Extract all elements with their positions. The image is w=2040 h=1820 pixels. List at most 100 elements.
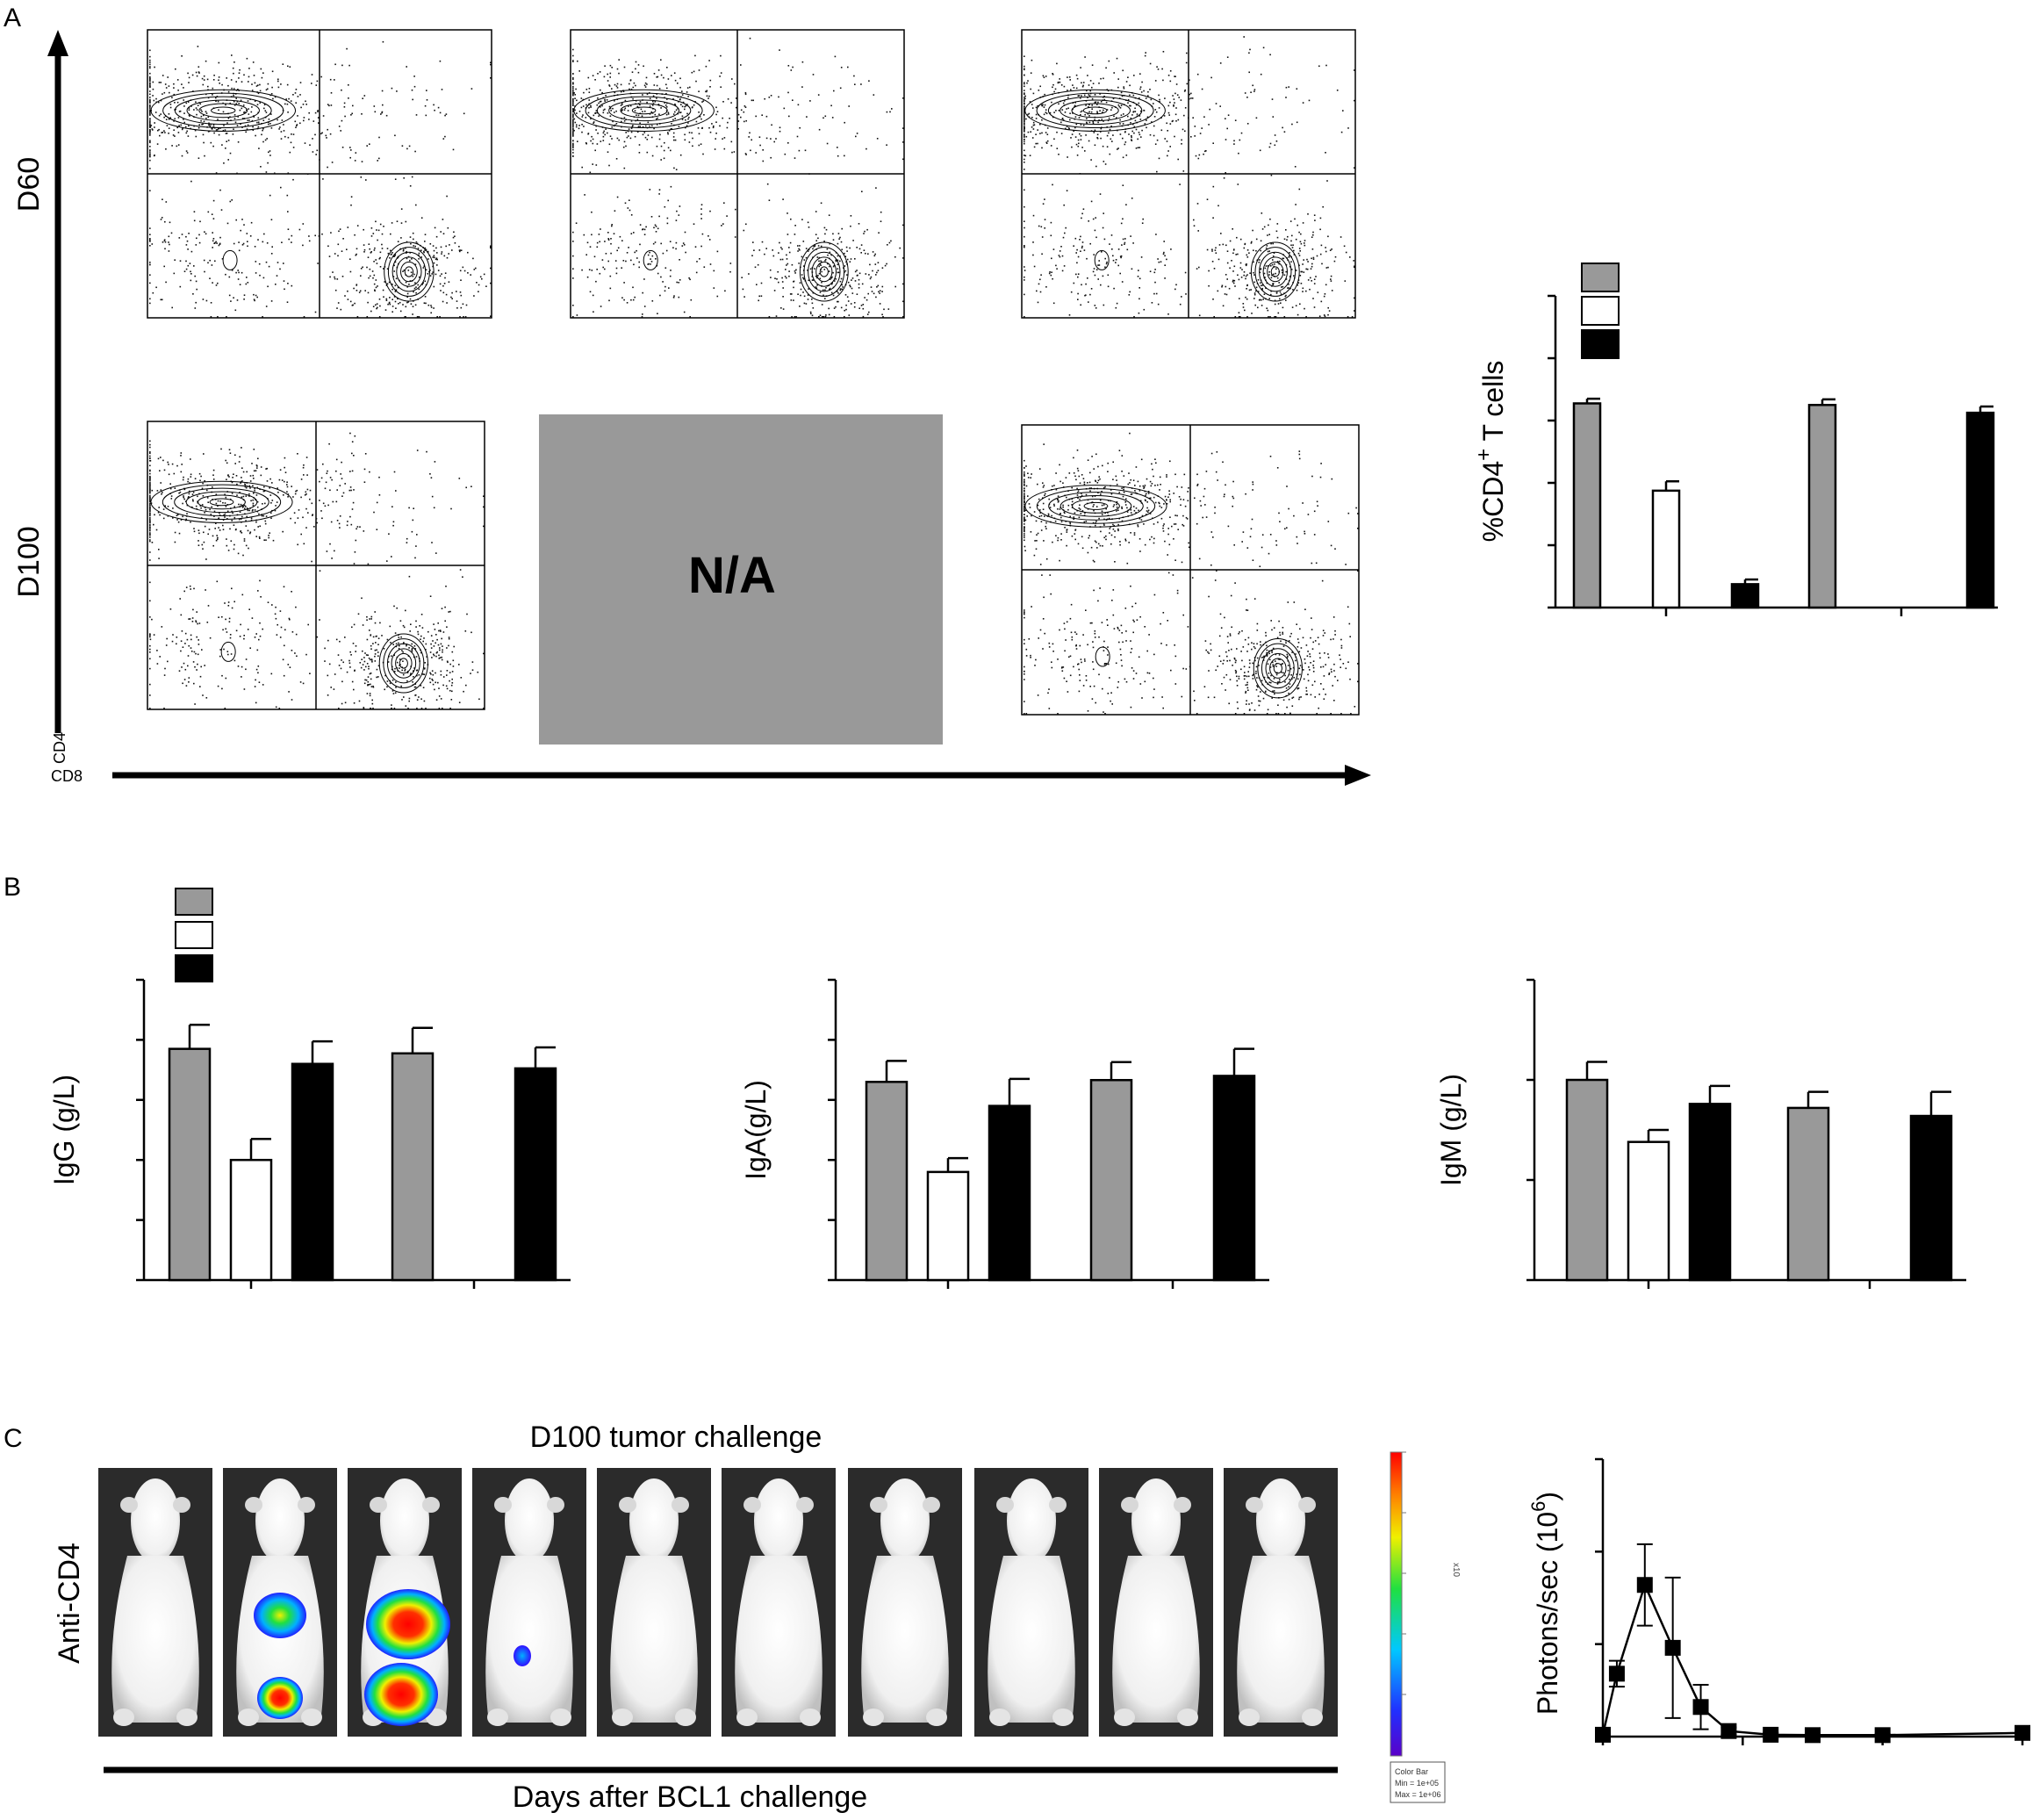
event-dot [1043, 540, 1045, 542]
event-dot [189, 677, 190, 679]
event-dot [1093, 254, 1095, 255]
event-dot [193, 683, 195, 685]
event-dot [363, 664, 364, 665]
event-dot [812, 248, 814, 250]
event-dot [848, 282, 850, 284]
event-dot [338, 231, 340, 233]
event-dot [1325, 65, 1327, 67]
event-dot [272, 71, 274, 73]
event-dot [376, 287, 377, 289]
event-dot [1091, 87, 1093, 89]
event-dot [1253, 298, 1255, 299]
event-dot [292, 496, 294, 498]
event-dot [572, 112, 574, 113]
event-dot [581, 107, 583, 109]
event-dot [334, 79, 335, 81]
event-dot [604, 269, 606, 270]
panel-label-c: C [4, 1424, 23, 1453]
event-dot [618, 248, 620, 249]
event-dot [659, 139, 661, 140]
event-dot [442, 708, 443, 709]
event-dot [611, 67, 613, 68]
event-dot [1079, 239, 1081, 241]
event-dot [435, 248, 437, 249]
event-dot [258, 514, 260, 515]
event-dot [394, 135, 396, 137]
event-dot [370, 252, 372, 254]
event-dot [149, 299, 151, 300]
event-dot [1140, 86, 1142, 88]
event-dot [353, 689, 355, 691]
event-dot [1169, 146, 1171, 147]
event-dot [1196, 155, 1197, 157]
event-dot [794, 270, 796, 272]
event-dot [425, 234, 427, 235]
event-dot [203, 532, 205, 534]
event-dot [1241, 133, 1243, 134]
event-dot [452, 651, 454, 653]
event-dot [572, 114, 574, 116]
event-dot [769, 316, 771, 318]
event-dot [1113, 72, 1115, 74]
event-dot [322, 178, 324, 180]
event-dot [624, 141, 626, 143]
event-dot [1167, 140, 1168, 142]
event-dot [426, 644, 427, 645]
event-dot [327, 640, 329, 642]
event-dot [354, 303, 356, 305]
event-dot [1223, 306, 1225, 307]
event-dot [248, 125, 249, 126]
event-dot [188, 233, 190, 234]
event-dot [256, 494, 258, 496]
event-dot [611, 138, 613, 140]
event-dot [351, 196, 353, 198]
event-dot [801, 289, 802, 291]
event-dot [1033, 128, 1035, 130]
event-dot [158, 102, 160, 104]
event-dot [291, 486, 292, 487]
event-dot [758, 264, 759, 266]
event-dot [393, 522, 395, 523]
event-dot [1208, 124, 1210, 126]
event-dot [1120, 133, 1122, 135]
event-dot [630, 299, 632, 301]
event-dot [399, 667, 400, 669]
event-dot [213, 242, 215, 244]
event-dot [211, 507, 212, 508]
event-dot [258, 665, 260, 667]
event-dot [572, 131, 574, 133]
event-dot [413, 676, 414, 678]
event-dot [700, 213, 702, 215]
event-dot [192, 293, 194, 295]
event-dot [259, 102, 261, 104]
event-dot [235, 272, 237, 274]
event-dot [228, 601, 230, 603]
event-dot [434, 263, 435, 264]
event-dot [375, 112, 377, 113]
event-dot [271, 246, 273, 248]
event-dot [320, 510, 322, 512]
event-dot [729, 118, 730, 119]
event-dot [658, 216, 660, 218]
event-dot [1093, 271, 1095, 273]
event-dot [572, 255, 574, 257]
event-dot [653, 227, 655, 229]
event-dot [1035, 143, 1037, 145]
event-dot [291, 650, 293, 651]
event-dot [689, 87, 691, 89]
event-dot [644, 111, 646, 112]
event-dot [1259, 259, 1261, 261]
event-dot [859, 248, 861, 250]
event-dot [1174, 98, 1175, 100]
event-dot [451, 679, 453, 680]
event-dot [200, 104, 202, 105]
event-dot [186, 244, 188, 246]
event-dot [1164, 277, 1166, 279]
event-dot [181, 471, 183, 473]
event-dot [413, 233, 414, 234]
event-dot [587, 242, 589, 244]
event-dot [154, 122, 155, 124]
event-dot [455, 242, 456, 244]
event-dot [232, 477, 233, 478]
event-dot [1138, 270, 1139, 271]
